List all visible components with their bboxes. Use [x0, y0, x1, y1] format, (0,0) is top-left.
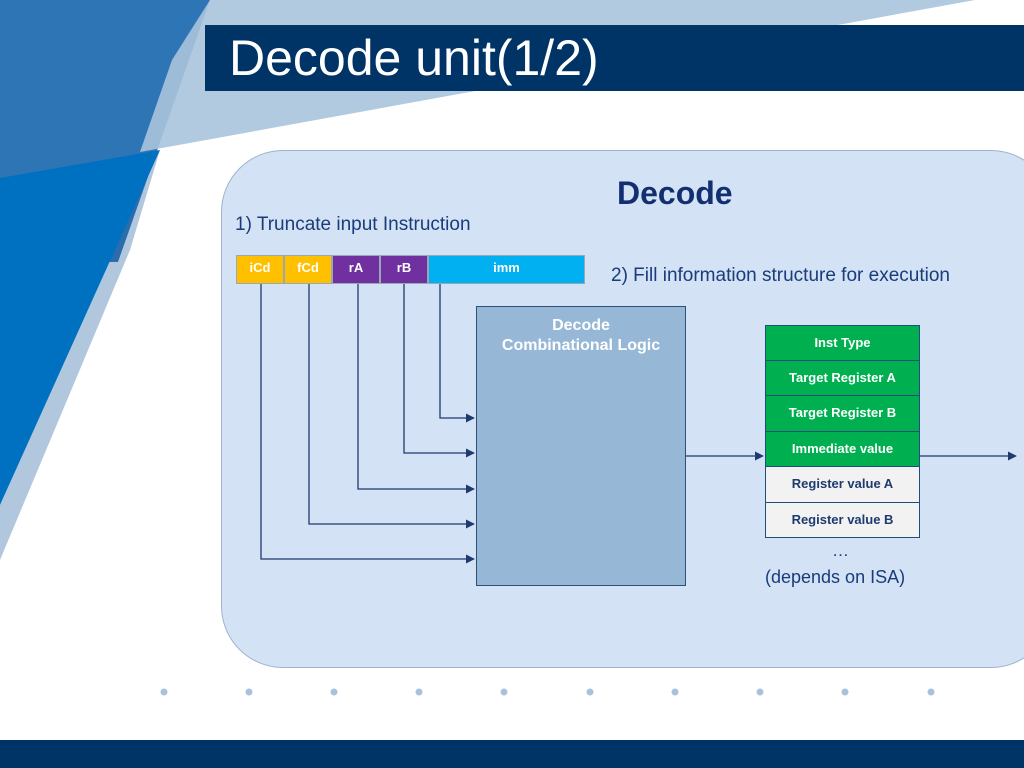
- title-bar: Decode unit(1/2): [205, 25, 1024, 91]
- wire-icd: [260, 284, 475, 564]
- decode-heading: Decode: [617, 175, 733, 211]
- wire-fcd: [308, 284, 475, 529]
- field-imm: imm: [428, 255, 585, 284]
- info-row-register-value-b: Register value B: [765, 502, 920, 538]
- step1-label: 1) Truncate input Instruction: [235, 214, 471, 235]
- wire-rb: [403, 284, 475, 458]
- wire-ra: [357, 284, 475, 494]
- isa-note: (depends on ISA): [765, 567, 906, 587]
- footer-dots: [160, 688, 935, 696]
- field-rb: rB: [380, 255, 428, 284]
- background-shape-dark-blue: [0, 150, 160, 505]
- info-row-target-register-a: Target Register A: [765, 360, 920, 396]
- step2-label: 2) Fill information structure for execut…: [611, 265, 950, 286]
- wire-imm: [439, 284, 475, 423]
- field-icd: iCd: [236, 255, 284, 284]
- logic-label-line1: Decode: [552, 317, 610, 334]
- logic-label-line2: Combinational Logic: [501, 337, 661, 354]
- field-fcd: fCd: [284, 255, 332, 284]
- info-row-target-register-b: Target Register B: [765, 396, 920, 432]
- slide-title: Decode unit(1/2): [229, 30, 599, 86]
- info-row-register-value-a: Register value A: [765, 467, 920, 503]
- field-ra: rA: [332, 255, 380, 284]
- info-row-immediate-value: Immediate value: [765, 431, 920, 467]
- logic-block-label: Decode Combinational Logic: [477, 316, 685, 356]
- decode-logic-block: Decode Combinational Logic: [476, 306, 686, 586]
- instruction-fields: iCd fCd rA rB imm: [236, 255, 585, 284]
- info-row-inst-type: Inst Type: [765, 325, 920, 361]
- ellipsis-text: …: [832, 541, 849, 560]
- footer-bar: [0, 740, 1024, 768]
- background-shape-shadow: [0, 150, 160, 560]
